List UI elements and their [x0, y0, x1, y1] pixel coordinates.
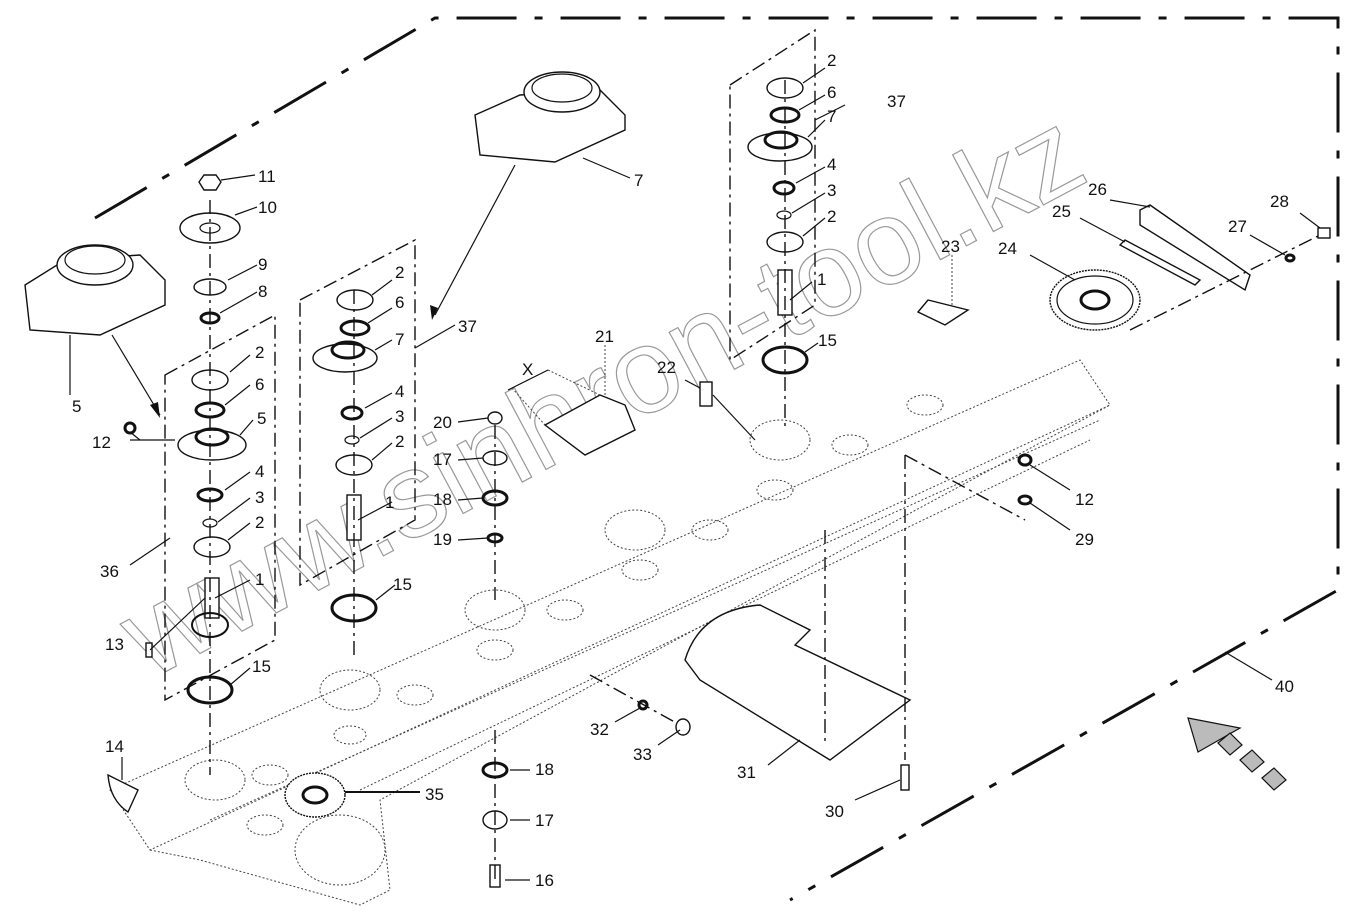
nut-part-right: [1017, 453, 1033, 467]
callout-7-center: 7: [395, 330, 404, 349]
callout-1-right: 1: [817, 270, 826, 289]
dimension-label: X: [522, 360, 533, 379]
callout-5-left: 5: [257, 409, 266, 428]
callout-9: 9: [258, 255, 267, 274]
callout-6-center: 6: [395, 293, 404, 312]
callout-22: 22: [657, 358, 676, 377]
large-gear: [1049, 269, 1141, 331]
guide-part: [507, 369, 636, 456]
callout-18-top: 18: [433, 490, 452, 509]
deflector-part: [916, 299, 970, 326]
center-bolt-stack: [481, 411, 509, 888]
nut-part-left: [123, 421, 137, 435]
callout-12-left: 12: [92, 433, 111, 452]
callout-23: 23: [941, 237, 960, 256]
callout-31: 31: [737, 763, 756, 782]
callout-3-center: 3: [395, 407, 404, 426]
callout-40: 40: [1275, 677, 1294, 696]
travel-direction-arrow: [1187, 717, 1287, 791]
bearing-housing-large-center: [474, 71, 626, 163]
callout-32: 32: [590, 720, 609, 739]
leader-lines: [121, 67, 1321, 881]
watermark-text: www.sinhron-tool.kz: [98, 84, 1104, 704]
callout-3-right: 3: [827, 181, 836, 200]
callout-8: 8: [258, 282, 267, 301]
right-shaft-stack: [747, 77, 813, 430]
callout-17-bottom: 17: [535, 811, 554, 830]
callout-12-right: 12: [1075, 490, 1094, 509]
callout-1-left: 1: [255, 570, 264, 589]
callout-4-left: 4: [255, 462, 264, 481]
callout-37-right: 37: [887, 92, 906, 111]
screw-part: [1317, 227, 1331, 239]
callout-37-center: 37: [458, 317, 477, 336]
callout-15-right: 15: [818, 331, 837, 350]
callout-29: 29: [1075, 530, 1094, 549]
callout-28: 28: [1270, 192, 1289, 211]
watermark: www.sinhron-tool.kz: [98, 83, 1105, 704]
assembly-boundary: [94, 16, 1340, 902]
center-shaft-stack: [312, 289, 378, 660]
callout-7-top: 7: [634, 171, 643, 190]
callout-7-right: 7: [827, 107, 836, 126]
lock-washer-part: [637, 699, 649, 711]
bearing-housing-large-left: [24, 244, 166, 336]
callout-5-big: 5: [72, 397, 81, 416]
cover-plate-part: [1139, 204, 1251, 292]
callout-19: 19: [433, 530, 452, 549]
callout-2-right-top: 2: [827, 51, 836, 70]
callout-2-left-top: 2: [255, 343, 264, 362]
callout-17-top: 17: [433, 450, 452, 469]
callout-6-left: 6: [255, 375, 264, 394]
callout-4-right: 4: [827, 155, 836, 174]
callout-15-center: 15: [393, 575, 412, 594]
callout-21: 21: [595, 327, 614, 346]
callout-2-center-bottom: 2: [395, 432, 404, 451]
callout-4-center: 4: [395, 382, 404, 401]
callout-35: 35: [425, 785, 444, 804]
callout-36: 36: [100, 562, 119, 581]
callout-3-left: 3: [255, 488, 264, 507]
pin-part: [145, 642, 153, 658]
callout-25: 25: [1052, 202, 1071, 221]
stud-part: [699, 381, 713, 407]
callout-labels: 11 10 9 8 5 12 2 6 5 4 3 2 36 1 13 15 14…: [72, 51, 1294, 890]
callout-10: 10: [258, 198, 277, 217]
callout-24: 24: [998, 239, 1017, 258]
callout-2-center-top: 2: [395, 263, 404, 282]
left-shaft-stack: [177, 174, 247, 775]
washer-part: [1284, 253, 1296, 263]
callout-2-right-bottom: 2: [827, 207, 836, 226]
skid-plate-part: [684, 604, 912, 761]
callout-6-right: 6: [827, 83, 836, 102]
small-gear: [284, 772, 346, 818]
callout-16: 16: [535, 871, 554, 890]
callout-26: 26: [1088, 180, 1107, 199]
end-cap-part: [107, 773, 139, 814]
bolt-part: [900, 764, 910, 791]
callout-27: 27: [1228, 217, 1247, 236]
callout-30: 30: [825, 802, 844, 821]
plug-part: [675, 718, 691, 736]
callout-1-center: 1: [385, 493, 394, 512]
washer-part-right: [1017, 494, 1033, 506]
callout-13: 13: [105, 635, 124, 654]
callout-18-bottom: 18: [535, 760, 554, 779]
callout-33: 33: [633, 745, 652, 764]
callout-14: 14: [105, 737, 124, 756]
callout-20: 20: [433, 413, 452, 432]
callout-2-left-bottom: 2: [255, 513, 264, 532]
callout-15-left: 15: [252, 657, 271, 676]
callout-11: 11: [258, 167, 276, 186]
